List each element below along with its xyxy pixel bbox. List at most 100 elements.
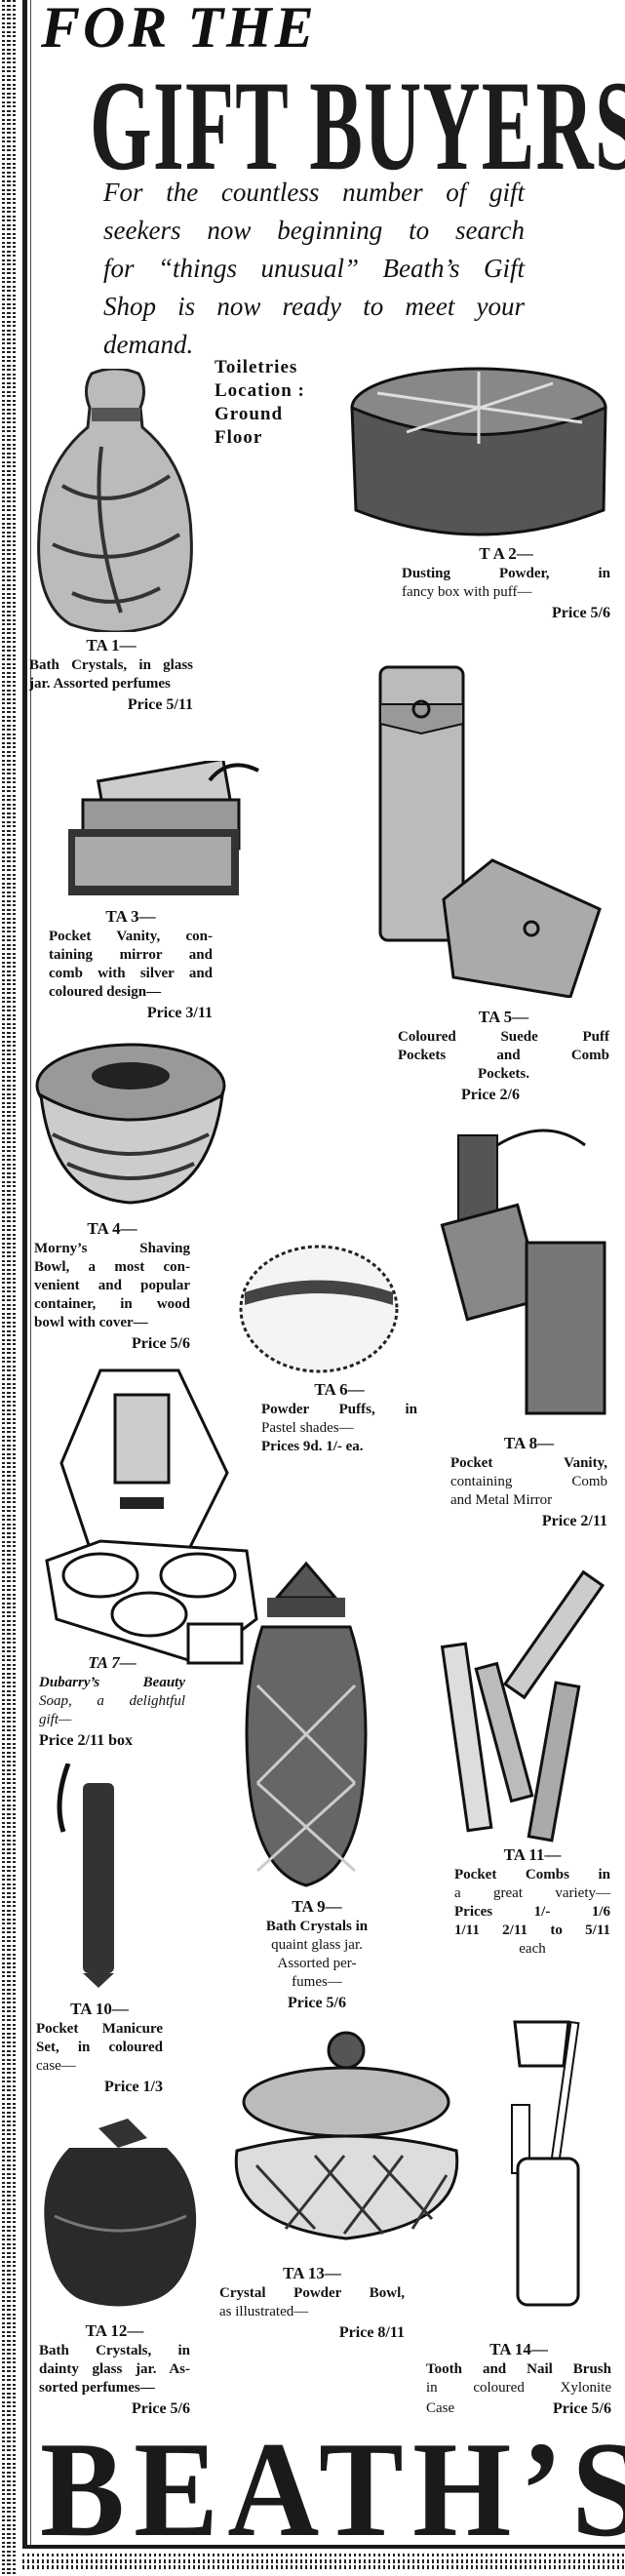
product-price: Price 2/11 bbox=[541, 1513, 607, 1529]
product-desc-line: Bath Crystals, in bbox=[39, 2343, 190, 2358]
product-caption-ta5: TA 5— Coloured Suede Puff Pockets and Co… bbox=[398, 1008, 609, 1104]
product-code: TA 1— bbox=[86, 636, 137, 654]
product-desc-line: Dubarry’s Beauty bbox=[39, 1675, 185, 1690]
product-code: TA 9— bbox=[292, 1897, 342, 1916]
product-desc-line: quaint glass jar. bbox=[271, 1937, 363, 1953]
product-desc-line: Coloured Suede Puff bbox=[398, 1029, 609, 1045]
product-caption-ta8: TA 8— Pocket Vanity, containing Comb and… bbox=[450, 1434, 607, 1530]
product-price: Price 5/11 bbox=[127, 696, 193, 713]
product-caption-ta9: TA 9— Bath Crystals in quaint glass jar.… bbox=[239, 1897, 395, 2012]
intro-paragraph: For the countless number of gift seekers… bbox=[103, 174, 525, 364]
intro-line: Shop is now ready to meet your bbox=[103, 292, 525, 321]
product-desc-line: gift— bbox=[39, 1712, 72, 1727]
product-desc-line: container, in wood bbox=[34, 1296, 190, 1312]
product-desc-line: Assorted per- bbox=[277, 1956, 357, 1971]
headline-for-the: FOR THE bbox=[41, 0, 317, 59]
product-code: TA 13— bbox=[283, 2264, 341, 2282]
product-desc-line: a great variety— bbox=[454, 1885, 610, 1901]
product-price: Price 5/6 bbox=[132, 1335, 190, 1352]
product-desc-line: Bowl, a most con- bbox=[34, 1259, 190, 1275]
product-price: Price 1/3 bbox=[104, 2079, 163, 2095]
product-desc-line: fancy box with puff— bbox=[402, 584, 532, 600]
intro-line: for “things unusual” Beath’s Gift bbox=[103, 254, 525, 283]
pocket-combs-illustration bbox=[440, 1569, 605, 1843]
product-desc-line: jar. Assorted perfumes bbox=[29, 676, 171, 692]
product-desc-line: Prices 1/- 1/6 bbox=[454, 1904, 610, 1920]
product-desc-line: Set, in coloured bbox=[36, 2040, 163, 2055]
suede-puff-pockets-illustration bbox=[378, 665, 602, 998]
product-desc-line: Tooth and Nail Brush bbox=[426, 2361, 611, 2377]
intro-line: For the countless number of gift bbox=[103, 178, 525, 207]
product-price: Prices 9d. 1/- ea. bbox=[261, 1439, 364, 1454]
product-caption-ta13: TA 13— Crystal Powder Bowl, as illustrat… bbox=[219, 2264, 405, 2342]
product-desc-line: Pocket Vanity, con- bbox=[49, 929, 213, 944]
product-desc-line: Soap, a delightful bbox=[39, 1693, 185, 1709]
product-desc-line: coloured design— bbox=[49, 984, 162, 1000]
product-code: TA 6— bbox=[314, 1380, 365, 1399]
product-code: TA 14— bbox=[489, 2340, 548, 2358]
intro-line: seekers now beginning to search bbox=[103, 216, 525, 245]
product-desc-line: Pocket Manicure bbox=[36, 2021, 163, 2037]
product-desc-line: Case bbox=[426, 2400, 455, 2416]
product-desc-line: venient and popular bbox=[34, 1278, 190, 1293]
tooth-nail-brush-case-illustration bbox=[511, 2020, 580, 2307]
product-desc-line: fumes— bbox=[292, 1974, 342, 1990]
product-desc-line: Bath Crystals in bbox=[265, 1919, 369, 1934]
pocket-vanity-comb-mirror-illustration bbox=[440, 1129, 606, 1415]
product-price: Price 8/11 bbox=[338, 2324, 405, 2341]
product-desc-line: Morny’s Shaving bbox=[34, 1241, 190, 1256]
product-caption-ta11: TA 11— Pocket Combs in a great variety— … bbox=[454, 1845, 610, 1959]
product-price: Price 3/11 bbox=[146, 1005, 213, 1021]
product-price: Price 5/6 bbox=[552, 605, 610, 621]
product-caption-ta2: T A 2— Dusting Powder, in fancy box with… bbox=[402, 544, 610, 622]
dusting-powder-box-illustration bbox=[350, 367, 607, 536]
product-desc-line: bowl with cover— bbox=[34, 1315, 148, 1330]
product-code: TA 12— bbox=[85, 2321, 144, 2340]
product-caption-ta3: TA 3— Pocket Vanity, con- taining mirror… bbox=[49, 907, 213, 1022]
product-desc-line: Pockets. bbox=[478, 1066, 529, 1082]
border-rule-bottom bbox=[22, 2545, 625, 2549]
product-code: TA 4— bbox=[87, 1219, 137, 1238]
brand-logo-beaths: BEATH’S bbox=[40, 2414, 625, 2565]
location-line: Floor bbox=[215, 427, 263, 448]
product-code: TA 3— bbox=[105, 907, 156, 926]
product-desc-line: containing Comb bbox=[450, 1474, 607, 1489]
border-rule-left bbox=[22, 0, 27, 2548]
chain-border-bottom bbox=[22, 2554, 625, 2569]
product-caption-ta1: TA 1— Bath Crystals, in glass jar. Assor… bbox=[29, 636, 193, 714]
product-desc-line: Pocket Combs in bbox=[454, 1867, 610, 1882]
product-price: Price 5/6 bbox=[553, 2400, 611, 2417]
product-code: TA 10— bbox=[70, 2000, 129, 2018]
product-desc-line: Dusting Powder, in bbox=[402, 566, 610, 581]
product-caption-ta14: TA 14— Tooth and Nail Brush in coloured … bbox=[426, 2340, 611, 2418]
product-desc-line: 1/11 2/11 to 5/11 bbox=[454, 1922, 610, 1938]
product-desc-line: Pockets and Comb bbox=[398, 1048, 609, 1063]
product-code: TA 5— bbox=[478, 1008, 529, 1026]
product-price: Price 2/6 bbox=[461, 1087, 520, 1103]
product-caption-ta12: TA 12— Bath Crystals, in dainty glass ja… bbox=[39, 2321, 190, 2418]
location-line: Ground bbox=[215, 404, 284, 424]
powder-puff-illustration bbox=[239, 1245, 399, 1373]
product-code: TA 8— bbox=[503, 1434, 555, 1452]
border-rule-left-inner bbox=[30, 0, 31, 2548]
product-code: T A 2— bbox=[479, 544, 533, 563]
product-desc-line: in coloured Xylonite bbox=[426, 2380, 611, 2396]
beauty-soap-box-illustration bbox=[45, 1368, 258, 1665]
product-code: TA 7— bbox=[88, 1653, 137, 1672]
product-desc-line: sorted perfumes— bbox=[39, 2380, 155, 2396]
crystal-powder-bowl-illustration bbox=[234, 2031, 459, 2240]
product-price: Price 5/6 bbox=[132, 2400, 190, 2417]
headline-gift-buyers: GIFT BUYERS bbox=[90, 54, 625, 197]
location-note: Toiletries Location : Ground Floor bbox=[215, 356, 305, 450]
product-desc-line: Pocket Vanity, bbox=[450, 1455, 607, 1471]
bath-crystals-jar-illustration bbox=[37, 369, 193, 632]
product-desc-line: Bath Crystals, in glass bbox=[29, 657, 193, 673]
pocket-vanity-illustration bbox=[68, 761, 259, 895]
product-caption-ta6: TA 6— Powder Puffs, in Pastel shades— Pr… bbox=[261, 1380, 417, 1456]
chain-border-left bbox=[2, 0, 16, 2576]
product-caption-ta7: TA 7— Dubarry’s Beauty Soap, a delightfu… bbox=[39, 1653, 185, 1750]
product-desc-line: taining mirror and bbox=[49, 947, 213, 963]
product-desc-line: Powder Puffs, in bbox=[261, 1402, 417, 1417]
product-desc-line: case— bbox=[36, 2058, 76, 2074]
location-line: Toiletries bbox=[215, 357, 298, 377]
